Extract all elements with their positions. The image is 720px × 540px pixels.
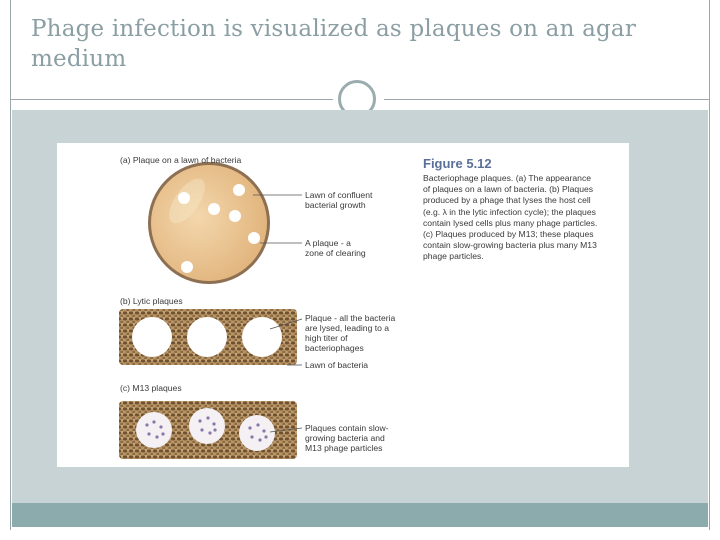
label-plaque-zone: A plaque - a zone of clearing [305,238,366,258]
label-lawn: Lawn of bacteria [305,360,369,370]
divider-right [384,99,710,100]
petri-dish-lawn [151,165,267,281]
label-lawn-confluent: Lawn of confluent bacterial growth [305,190,373,210]
plaque-spot [248,232,260,244]
figure-caption-title: Figure 5.12 [423,156,492,171]
plaque-spot [229,210,241,222]
m13-plaque [239,415,275,451]
lytic-plaque [187,317,227,357]
figure-caption-body: Bacteriophage plaques. (a) The appearanc… [423,173,598,262]
plaque-spot [181,261,193,273]
plaque-spot [208,203,220,215]
panel-c-label: (c) M13 plaques [120,383,182,393]
lytic-plaque [242,317,282,357]
m13-plaque [189,408,225,444]
slide-title: Phage infection is visualized as plaques… [31,16,637,72]
m13-plaque [136,412,172,448]
lytic-plaque [132,317,172,357]
label-plaque-lysed: Plaque - all the bacteria are lysed, lea… [305,313,396,353]
plaque-spot [233,184,245,196]
panel-a-label: (a) Plaque on a lawn of bacteria [120,155,242,165]
panel-b-label: (b) Lytic plaques [120,296,183,306]
footer-bar [12,503,708,527]
plaque-spot [178,192,190,204]
figure-image: (a) Plaque on a lawn of bacteria (b) Lyt… [57,143,629,467]
figure-illustration [119,162,303,459]
divider-left [10,99,336,100]
label-m13-plaques: Plaques contain slow- growing bacteria a… [305,423,389,453]
